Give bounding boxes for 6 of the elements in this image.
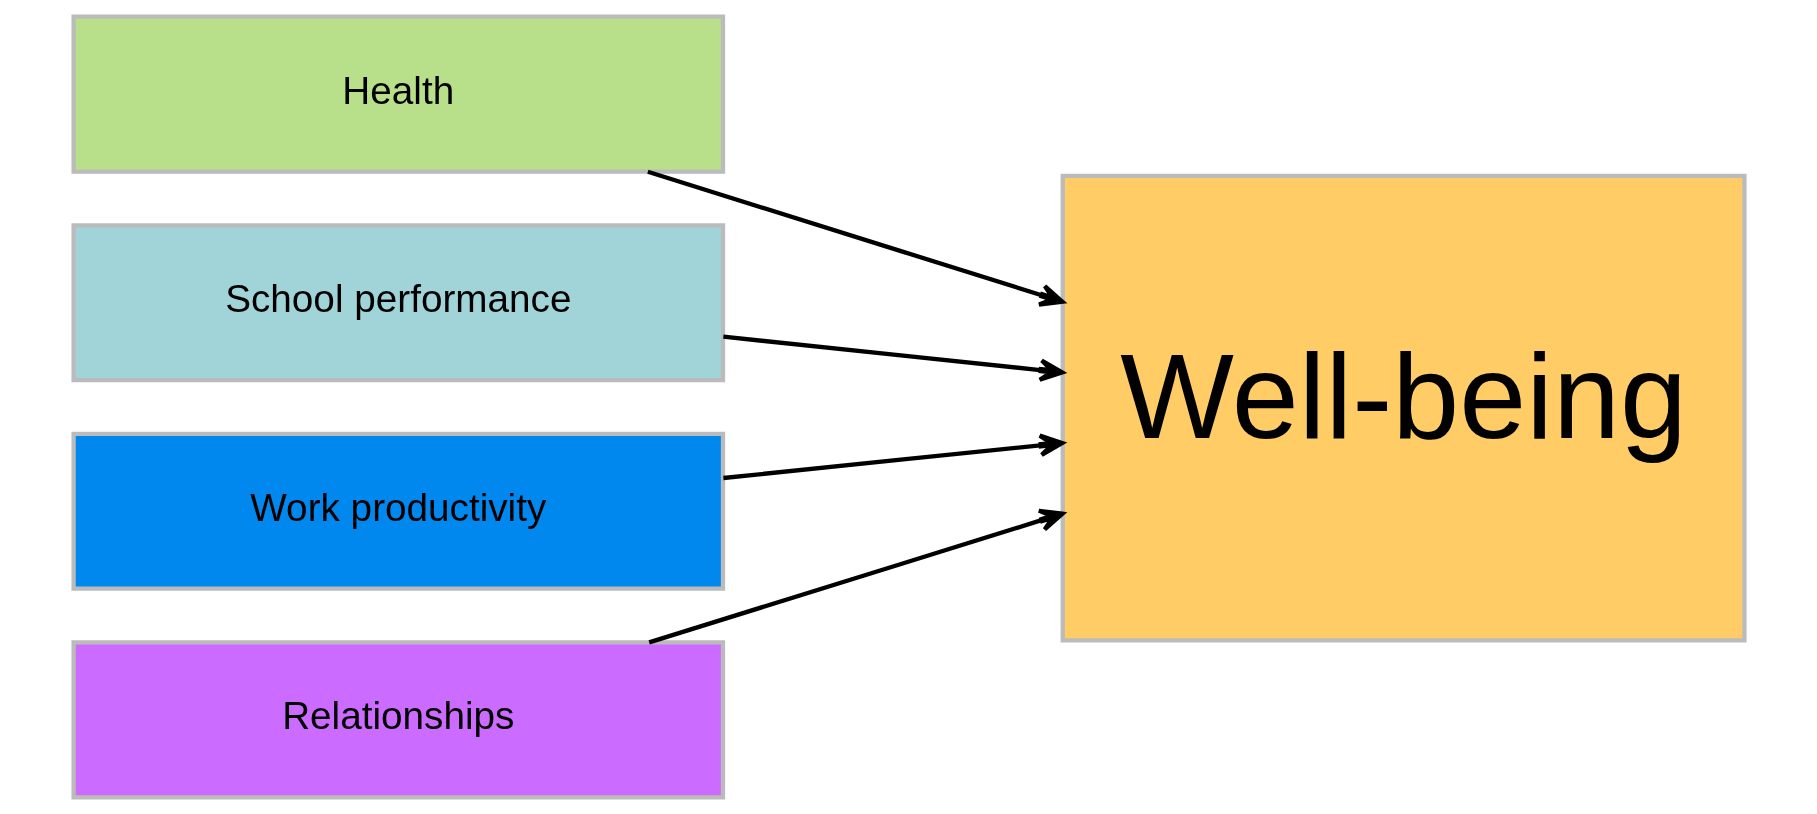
- node-box: Health: [70, 14, 725, 174]
- node-box: Work productivity: [70, 431, 725, 591]
- arrow: [646, 169, 1065, 307]
- node-box: School performance: [70, 223, 725, 383]
- node-box: Relationships: [70, 640, 725, 800]
- node-box: Well-being: [1060, 173, 1747, 643]
